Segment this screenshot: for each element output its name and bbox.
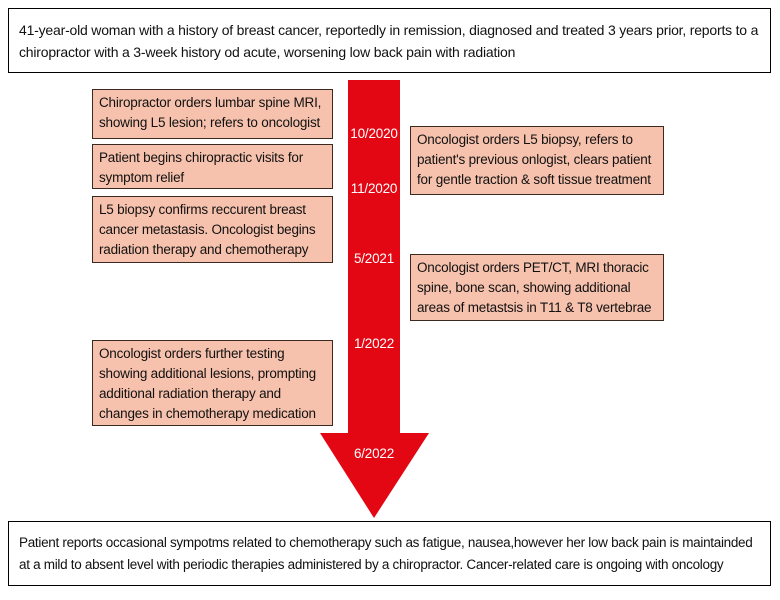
date-label-5-2021: 5/2021 xyxy=(353,251,395,266)
event-box-mri: Chiropractor orders lumbar spine MRI, sh… xyxy=(92,89,333,139)
event-text-biopsy-order: Oncologist orders L5 biopsy, refers to p… xyxy=(417,132,652,187)
timeline-arrow-shape xyxy=(320,80,429,518)
event-text-chiro-visits: Patient begins chiropractic visits for s… xyxy=(99,150,303,185)
outcome-box: Patient reports occasional sympotms rela… xyxy=(8,521,771,586)
date-label-6-2022: 6/2022 xyxy=(353,446,395,461)
outcome-text: Patient reports occasional sympotms rela… xyxy=(19,535,753,572)
event-box-biopsy-confirm: L5 biopsy confirms reccurent breast canc… xyxy=(92,196,333,263)
event-box-biopsy-order: Oncologist orders L5 biopsy, refers to p… xyxy=(410,126,664,195)
event-box-further-testing: Oncologist orders further testing showin… xyxy=(92,340,333,426)
event-box-pet-ct: Oncologist orders PET/CT, MRI thoracic s… xyxy=(410,254,664,321)
date-label-1-2022: 1/2022 xyxy=(353,336,395,351)
intro-box: 41-year-old woman with a history of brea… xyxy=(8,8,771,73)
intro-text: 41-year-old woman with a history of brea… xyxy=(19,22,759,60)
date-label-10-2020: 10/2020 xyxy=(350,126,398,141)
date-label-11-2020: 11/2020 xyxy=(350,181,398,196)
event-text-pet-ct: Oncologist orders PET/CT, MRI thoracic s… xyxy=(417,260,652,315)
event-text-biopsy-confirm: L5 biopsy confirms reccurent breast canc… xyxy=(99,202,316,257)
event-text-further-testing: Oncologist orders further testing showin… xyxy=(99,346,316,421)
event-text-mri: Chiropractor orders lumbar spine MRI, sh… xyxy=(99,95,322,130)
event-box-chiro-visits: Patient begins chiropractic visits for s… xyxy=(92,144,333,189)
